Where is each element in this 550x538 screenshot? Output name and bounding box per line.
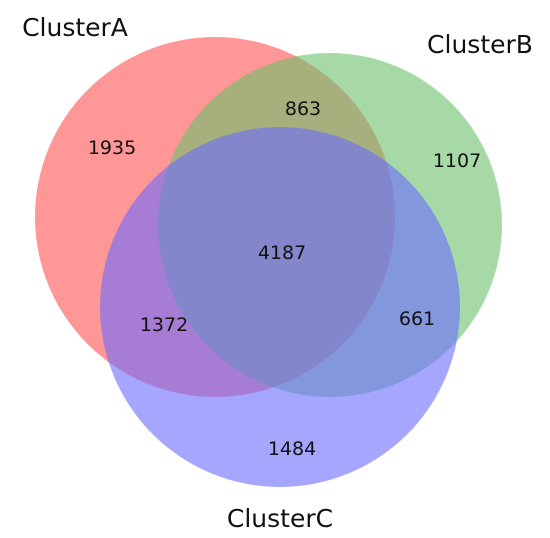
set-labels: ClusterA ClusterB ClusterC [22,13,533,533]
set-label-cluster-c: ClusterC [227,504,333,533]
region-b-only-count: 1107 [433,150,481,172]
region-a-only-count: 1935 [88,137,136,159]
set-label-cluster-b: ClusterB [427,30,533,59]
region-abc-count: 4187 [258,242,306,264]
region-bc-only-count: 661 [399,308,435,330]
set-label-cluster-a: ClusterA [22,13,128,42]
region-ab-only-count: 863 [285,98,321,120]
set-circles [35,37,502,487]
region-labels: 1935 863 1107 4187 1372 661 1484 [88,98,481,460]
region-c-only-count: 1484 [268,438,316,460]
region-ac-only-count: 1372 [140,314,188,336]
circle-cluster-c [100,127,460,487]
